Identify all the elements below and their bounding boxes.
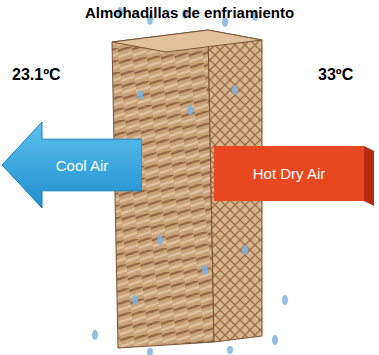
temperature-label: 23.1ºC bbox=[12, 66, 61, 84]
node-text: Cool Air bbox=[56, 157, 109, 174]
temperature-label: 33ºC bbox=[318, 66, 353, 84]
air-arrow: Cool Air bbox=[2, 122, 142, 208]
pad-top bbox=[112, 30, 262, 52]
diagram-title: Almohadillas de enfriamiento bbox=[0, 4, 379, 21]
air-box: Hot Dry Air bbox=[214, 146, 374, 206]
node-text: Hot Dry Air bbox=[253, 165, 326, 182]
